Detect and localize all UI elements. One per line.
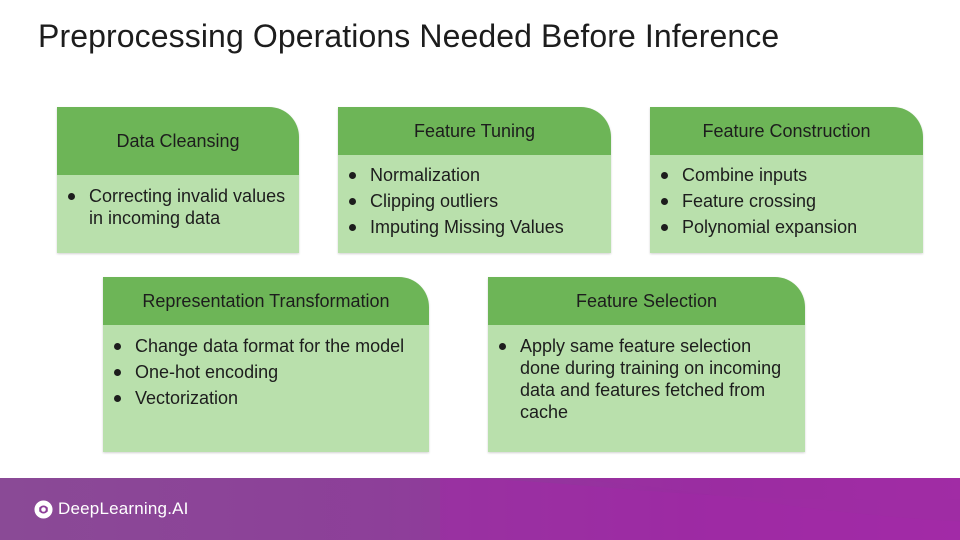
bullet-list: Combine inputs Feature crossing Polynomi… [650,164,923,238]
bullet-list: Normalization Clipping outliers Imputing… [338,164,611,238]
list-item-text: Normalization [370,165,481,185]
card-body: Combine inputs Feature crossing Polynomi… [650,155,923,253]
card-representation-transformation: Representation Transformation Change dat… [103,277,429,452]
bullet-list: Change data format for the model One-hot… [103,335,429,409]
bullet-icon [661,172,668,179]
card-heading: Representation Transformation [103,277,429,325]
card-heading: Feature Tuning [338,107,611,155]
card-body: Normalization Clipping outliers Imputing… [338,155,611,253]
card-feature-tuning: Feature Tuning Normalization Clipping ou… [338,107,611,253]
card-body: Apply same feature selection done during… [488,325,805,452]
list-item-text: Combine inputs [682,165,808,185]
card-body: Change data format for the model One-hot… [103,325,429,452]
slide-title: Preprocessing Operations Needed Before I… [38,18,780,54]
card-heading-text: Representation Transformation [142,290,390,311]
list-item: Normalization [338,164,611,186]
card-heading-text: Feature Selection [575,290,718,311]
list-item-text: Polynomial expansion [682,217,858,237]
brand-logo: DeepLearning.AI [34,499,189,519]
bullet-icon [349,172,356,179]
list-item-text: Change data format for the model [135,336,405,356]
bullet-icon [114,343,121,350]
list-item-text: Vectorization [135,388,239,408]
card-heading: Feature Construction [650,107,923,155]
footer-band [0,478,960,540]
list-item: Clipping outliers [338,190,611,212]
card-heading-text: Feature Tuning [413,120,536,141]
bullet-icon [114,395,121,402]
list-item-text: One-hot encoding [135,362,279,382]
bullet-icon [661,198,668,205]
card-body: Correcting invalid values in incoming da… [57,175,299,253]
bullet-icon [68,193,75,200]
list-item: Vectorization [103,387,429,409]
bullet-icon [349,198,356,205]
list-item: Feature crossing [650,190,923,212]
list-item-text: Clipping outliers [370,191,499,211]
list-item: Combine inputs [650,164,923,186]
list-item-text: Apply same feature selection done during… [520,336,782,422]
card-heading: Data Cleansing [57,107,299,175]
footer-wave-decoration [440,478,960,540]
list-item: Correcting invalid values in incoming da… [57,185,299,229]
bullet-list: Correcting invalid values in incoming da… [57,185,299,229]
bullet-icon [499,343,506,350]
list-item: Change data format for the model [103,335,429,357]
bullet-icon [349,224,356,231]
list-item: Apply same feature selection done during… [488,335,791,423]
list-item: One-hot encoding [103,361,429,383]
deeplearning-ai-logo-icon [34,499,53,519]
list-item-text: Feature crossing [682,191,817,211]
card-heading-text: Data Cleansing [116,130,240,151]
bullet-icon [661,224,668,231]
card-feature-selection: Feature Selection Apply same feature sel… [488,277,805,452]
bullet-list: Apply same feature selection done during… [488,335,791,423]
list-item-text: Correcting invalid values in incoming da… [89,186,286,228]
brand-name: DeepLearning.AI [58,499,189,518]
card-data-cleansing: Data Cleansing Correcting invalid values… [57,107,299,253]
card-feature-construction: Feature Construction Combine inputs Feat… [650,107,923,253]
list-item: Imputing Missing Values [338,216,611,238]
list-item-text: Imputing Missing Values [370,217,564,237]
card-heading: Feature Selection [488,277,805,325]
list-item: Polynomial expansion [650,216,923,238]
card-heading-text: Feature Construction [702,120,871,141]
bullet-icon [114,369,121,376]
